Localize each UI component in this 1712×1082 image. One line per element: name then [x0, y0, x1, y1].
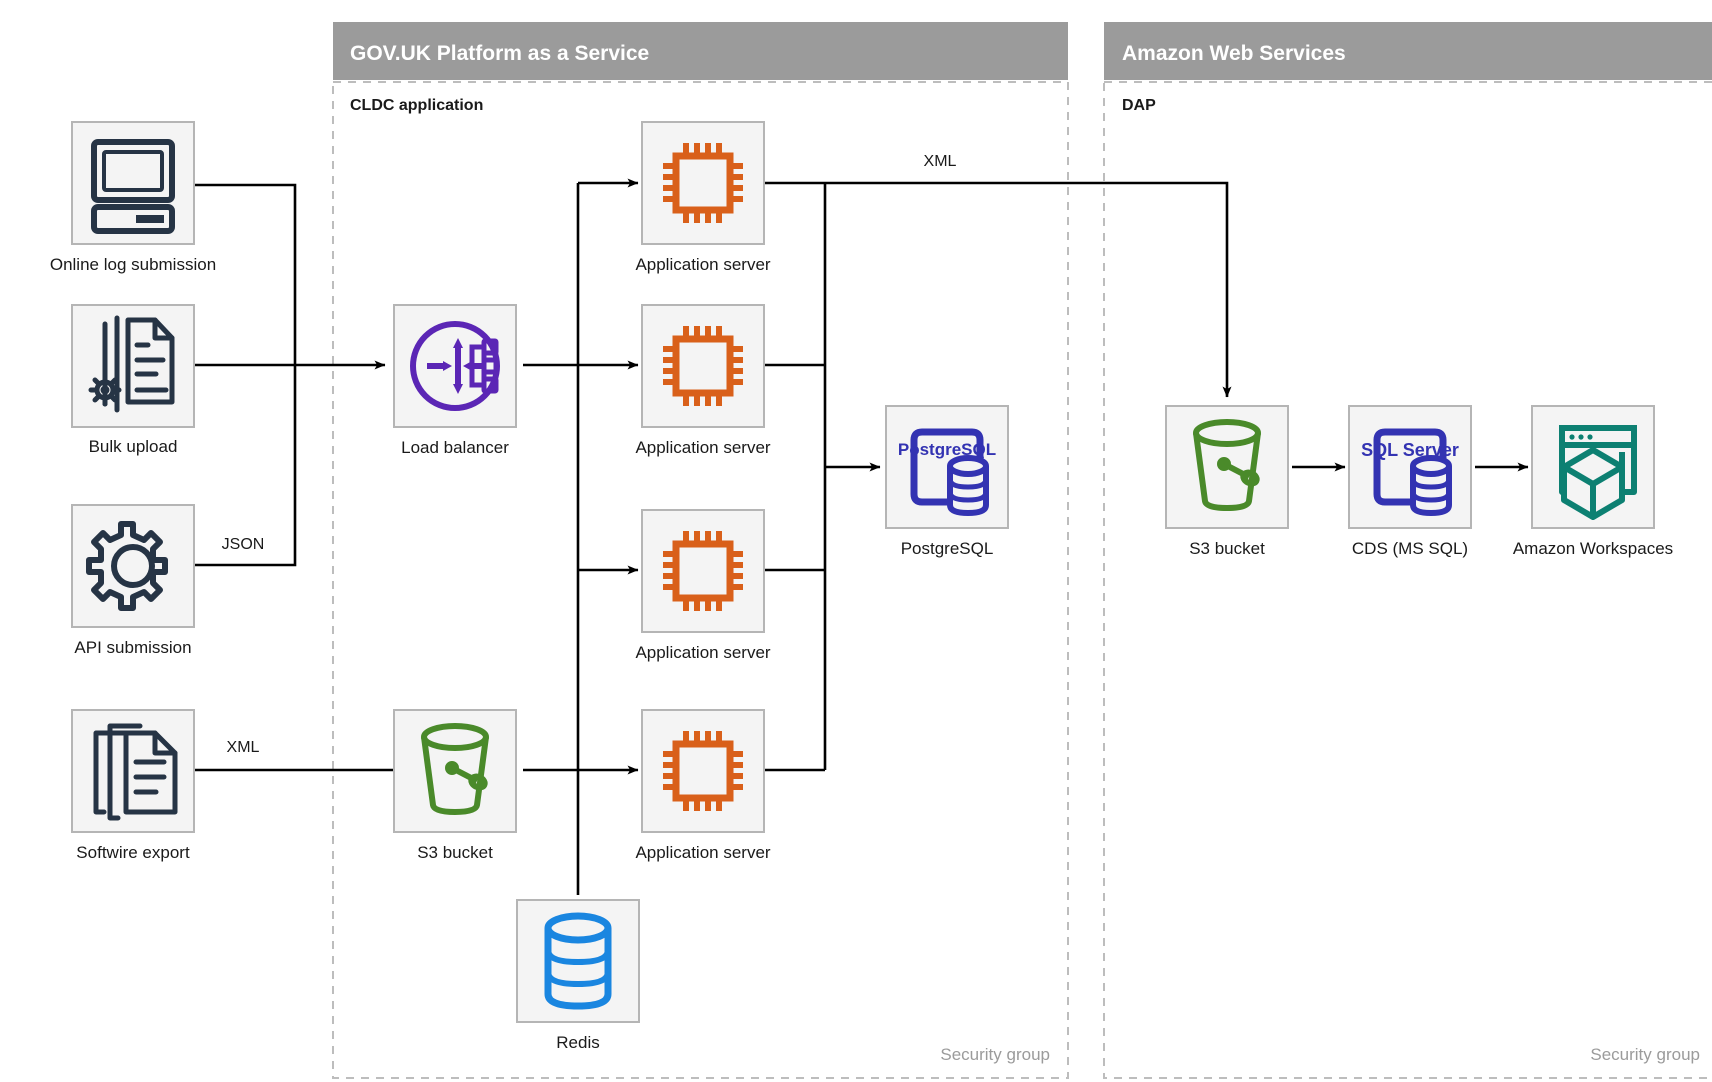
- postgresql-icon: PostgreSQL: [898, 428, 996, 517]
- load-balancer-icon: [410, 321, 500, 411]
- node-amazon-workspaces[interactable]: Amazon Workspaces: [1513, 405, 1673, 558]
- group-label-cldc: CLDC application: [350, 97, 483, 114]
- cube-icon: [1561, 447, 1625, 520]
- edge-api-submission-to-trunk: [193, 365, 297, 567]
- zone-aws-boundary: [1103, 81, 1712, 1079]
- api-submission-label: API submission: [74, 638, 191, 657]
- load-balancer-label: Load balancer: [401, 438, 509, 457]
- group-label-dap: DAP: [1122, 97, 1156, 114]
- edge-app1-to-s3-dap-xml: [765, 181, 1232, 398]
- online-log-label: Online log submission: [50, 255, 216, 274]
- app-server-4-label: Application server: [635, 843, 770, 862]
- app-server-3-label: Application server: [635, 643, 770, 662]
- edge-label-xml-softwire: XML: [227, 739, 260, 756]
- edge-label-json: JSON: [222, 536, 265, 553]
- s3-bucket-icon: [421, 723, 489, 815]
- node-load-balancer[interactable]: Load balancer: [393, 304, 517, 457]
- document-gear-icon: [88, 315, 175, 413]
- redis-label: Redis: [556, 1033, 599, 1052]
- node-s3-bucket-cldc[interactable]: S3 bucket: [393, 709, 517, 862]
- zone-aws-title: Amazon Web Services: [1122, 42, 1346, 65]
- node-bulk-upload[interactable]: Bulk upload: [71, 304, 195, 456]
- bulk-upload-label: Bulk upload: [89, 437, 178, 456]
- gear-icon: [86, 521, 168, 611]
- security-group-label-aws: Security group: [1590, 1045, 1700, 1064]
- redis-database-icon: [544, 912, 612, 1010]
- postgresql-label: PostgreSQL: [901, 539, 994, 558]
- cpu-chip-icon: [663, 531, 743, 611]
- cpu-chip-icon: [663, 143, 743, 223]
- zone-paas: GOV.UK Platform as a Service CLDC applic…: [332, 22, 1069, 1079]
- postgresql-icon-text: PostgreSQL: [898, 440, 996, 459]
- node-cds-ms-sql[interactable]: SQL Server CDS (MS SQL): [1348, 405, 1472, 558]
- zone-aws-header-band: [1104, 22, 1712, 80]
- zone-paas-title: GOV.UK Platform as a Service: [350, 42, 649, 65]
- s3-bucket-icon: [1193, 419, 1261, 511]
- workspaces-label: Amazon Workspaces: [1513, 539, 1673, 558]
- node-s3-bucket-dap[interactable]: S3 bucket: [1165, 405, 1289, 558]
- desktop-computer-icon: [91, 139, 175, 234]
- node-postgresql[interactable]: PostgreSQL PostgreSQL: [885, 405, 1009, 558]
- node-application-server-2[interactable]: Application server: [635, 304, 771, 457]
- node-redis[interactable]: Redis: [516, 899, 640, 1052]
- node-application-server-4[interactable]: Application server: [635, 709, 771, 862]
- node-api-submission[interactable]: API submission: [71, 504, 195, 657]
- cpu-chip-icon: [663, 326, 743, 406]
- zone-paas-header-band: [333, 22, 1068, 80]
- s3-cldc-label: S3 bucket: [417, 843, 493, 862]
- node-softwire-export[interactable]: Softwire export: [71, 709, 195, 862]
- sql-server-icon: SQL Server: [1361, 428, 1459, 517]
- s3-dap-label: S3 bucket: [1189, 539, 1265, 558]
- softwire-export-label: Softwire export: [76, 843, 190, 862]
- documents-stack-icon: [93, 723, 178, 821]
- cds-label: CDS (MS SQL): [1352, 539, 1468, 558]
- connectors: JSON XML XML: [193, 153, 1529, 895]
- app-server-3-icon-box: [641, 509, 765, 633]
- app-server-2-icon-box: [641, 304, 765, 428]
- app-server-4-icon-box: [641, 709, 765, 833]
- amazon-workspaces-icon: [1559, 425, 1637, 520]
- zone-paas-boundary: [332, 81, 1069, 1079]
- node-application-server-3[interactable]: Application server: [635, 509, 771, 662]
- edge-label-xml-appserver: XML: [924, 153, 957, 170]
- bulk-upload-icon-box: [71, 304, 195, 428]
- database-cylinder-icon: [1410, 455, 1452, 517]
- app-server-2-label: Application server: [635, 438, 770, 457]
- app-server-1-label: Application server: [635, 255, 770, 274]
- app-server-1-icon-box: [641, 121, 765, 245]
- cpu-chip-icon: [663, 731, 743, 811]
- security-group-label-paas: Security group: [940, 1045, 1050, 1064]
- sql-server-icon-text: SQL Server: [1361, 440, 1459, 460]
- database-cylinder-icon: [947, 455, 989, 517]
- node-application-server-1[interactable]: Application server: [635, 121, 771, 274]
- node-online-log-submission[interactable]: Online log submission: [50, 121, 216, 274]
- edge-online-log-to-trunk: [193, 183, 297, 365]
- zone-aws: Amazon Web Services DAP Security group: [1103, 22, 1712, 1079]
